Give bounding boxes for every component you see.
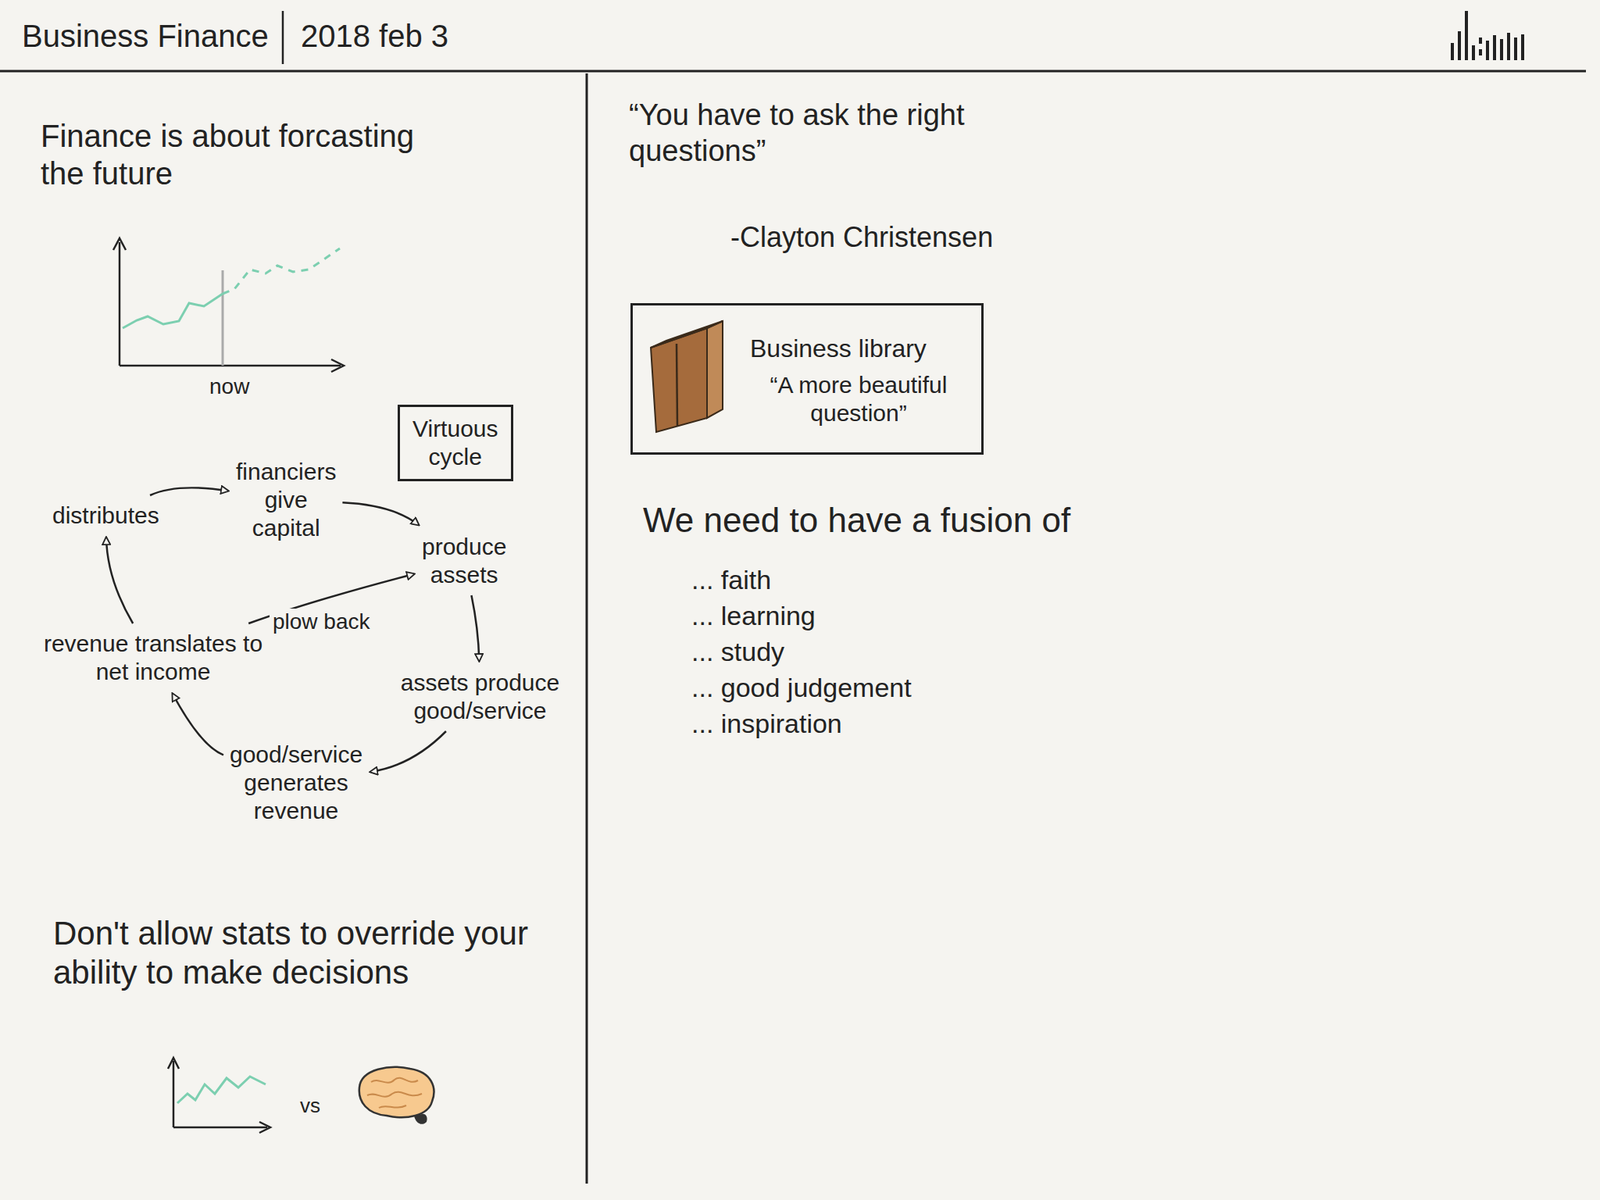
date-label: 2018 feb 3 (300, 17, 449, 55)
node-text: assets produce good/service (396, 668, 565, 725)
list-item: ... faith (691, 564, 772, 597)
node-text: distributes (52, 501, 160, 530)
list-item: ... learning (691, 600, 816, 633)
heading-note: We need to have a fusion of (642, 500, 1071, 542)
heading-note: Finance is about forcasting the future (40, 117, 463, 193)
node-text: Business library (750, 333, 968, 364)
list-item: ... inspiration (691, 707, 843, 740)
cycle-arrow (106, 537, 133, 624)
node-subtext: “A more beautiful question” (750, 371, 968, 428)
cycle-step: revenue translates to net income (39, 629, 267, 686)
page-title: Business Finance (21, 17, 269, 55)
cycle-arrow (150, 487, 229, 496)
header-rule (0, 70, 1586, 73)
node-text: Virtuous cycle (412, 414, 499, 472)
quote-text: “You have to ask the right questions” (628, 97, 973, 169)
versus-label: vs (300, 1093, 321, 1118)
list-item: ... good judgement (691, 671, 912, 704)
axis-label: now (209, 373, 250, 400)
book-icon (650, 321, 723, 433)
brain-icon (359, 1067, 435, 1125)
cycle-step: produce assets (421, 532, 507, 590)
node-text: good/service generates revenue (229, 740, 363, 825)
heading-note: Don't allow stats to override your abili… (53, 914, 569, 993)
boxed-title: Virtuous cycle (397, 404, 514, 482)
cycle-arrow (471, 595, 479, 661)
quote-author: -Clayton Christensen (730, 220, 993, 254)
cycle-arrow (172, 693, 224, 755)
list-item: ... study (691, 635, 785, 668)
node-text: financiers give capital (235, 457, 336, 543)
column-divider (585, 73, 589, 1184)
cycle-arrow (370, 731, 447, 772)
cycle-step: distributes (52, 501, 160, 530)
cycle-step: good/service generates revenue (229, 740, 363, 825)
cycle-arrow (342, 502, 418, 525)
node-text: revenue translates to net income (39, 629, 267, 686)
logo-bars (1450, 10, 1525, 61)
edge-label: plow back (269, 608, 374, 636)
node-text: produce assets (421, 532, 507, 590)
forecast-chart (113, 238, 344, 372)
library-box: Business library “A more beautiful questi… (630, 303, 984, 455)
stats-chart (167, 1057, 271, 1133)
header-divider (282, 10, 285, 65)
cycle-step: financiers give capital (235, 457, 336, 543)
cycle-step: assets produce good/service (396, 668, 565, 725)
